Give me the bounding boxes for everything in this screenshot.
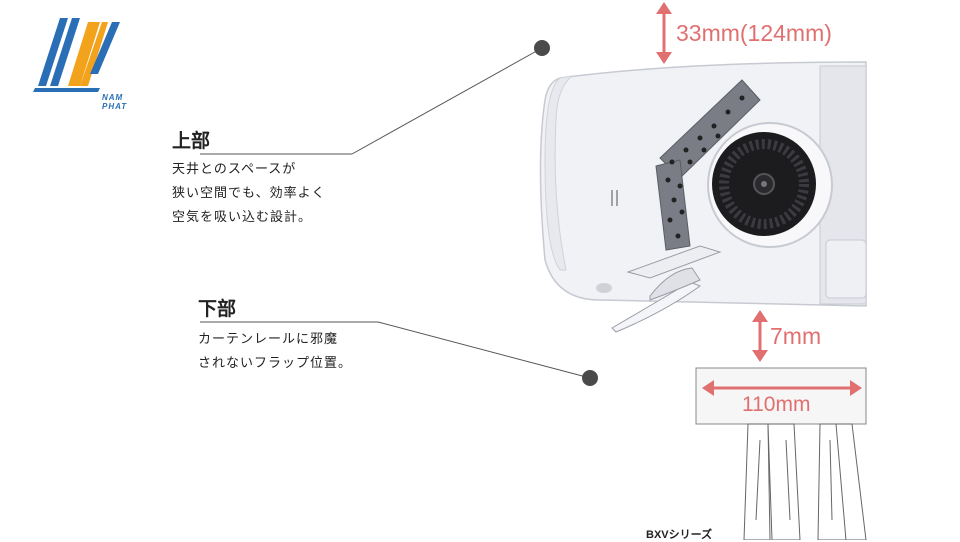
cross-flow-fan <box>707 122 833 248</box>
top-clearance-label: 33mm(124mm) <box>676 20 832 46</box>
curtain <box>743 423 867 540</box>
top-clearance-arrow <box>656 2 672 64</box>
lower-line-2: されないフラップ位置。 <box>198 356 353 371</box>
lower-heading: 下部 <box>198 298 237 320</box>
curtain-rail <box>695 367 867 425</box>
bottom-clearance-label: 7mm <box>770 323 822 349</box>
lower-description: カーテンレールに邪魔 されないフラップ位置。 <box>198 328 352 376</box>
series-caption: BXVシリーズ <box>646 529 713 541</box>
lower-line-1: カーテンレールに邪魔 <box>198 332 339 347</box>
upper-line-3: 空気を吸い込む設計。 <box>172 210 313 225</box>
upper-line-1: 天井とのスペースが <box>172 162 297 177</box>
nam-phat-logo: NAM PHAT <box>30 14 150 111</box>
upper-line-2: 狭い空間でも、効率よく <box>172 186 326 201</box>
louver-flap <box>611 245 722 333</box>
lower-callout-dot <box>582 370 598 386</box>
upper-heading: 上部 <box>172 130 211 152</box>
rail-width-label: 110mm <box>742 393 811 416</box>
upper-callout-dot <box>534 40 550 56</box>
logo-text: NAM PHAT <box>102 93 128 111</box>
upper-description: 天井とのスペースが 狭い空間でも、効率よく 空気を吸い込む設計。 <box>172 158 326 230</box>
filter-panels <box>655 79 761 251</box>
bottom-clearance-arrow <box>752 310 768 362</box>
